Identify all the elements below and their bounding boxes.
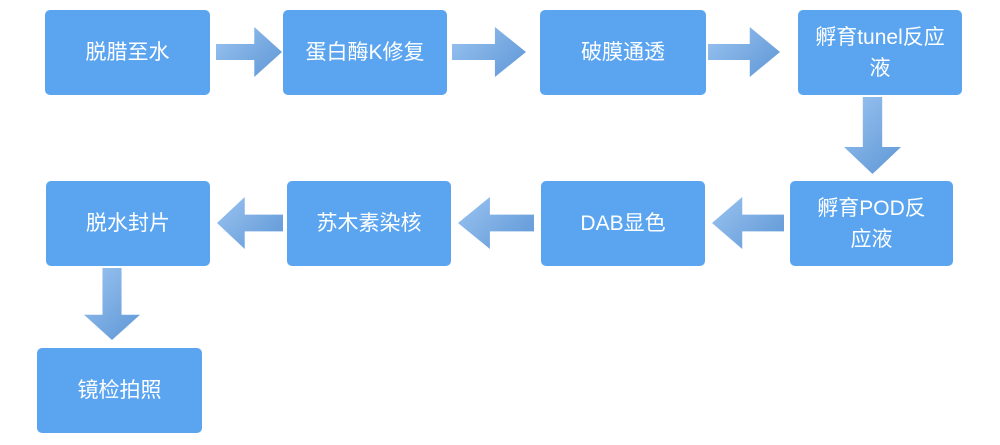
flow-step-label: 孵育POD反应液 <box>817 196 926 251</box>
flow-step-pod-incubation: 孵育POD反应液 <box>790 181 953 266</box>
flow-step-label: 苏木素染核 <box>316 212 422 235</box>
arrow-right-icon <box>708 27 780 77</box>
flow-step-label: 蛋白酶K修复 <box>305 41 425 64</box>
flow-step-membrane-permeabilization: 破膜通透 <box>540 10 706 95</box>
arrow-left-icon <box>217 197 283 249</box>
arrow-left-icon <box>712 197 784 249</box>
arrow-right-icon <box>452 27 526 77</box>
flow-step-label: 脱水封片 <box>86 212 170 235</box>
flow-step-tunel-incubation: 孵育tunel反应液 <box>798 10 962 95</box>
flow-step-dab-staining: DAB显色 <box>541 181 705 266</box>
flow-step-dewax-to-water: 脱腊至水 <box>45 10 210 95</box>
flow-step-dehydrate-mount: 脱水封片 <box>46 181 210 266</box>
arrow-down-icon <box>84 268 140 340</box>
flow-step-proteinase-k-repair: 蛋白酶K修复 <box>283 10 447 95</box>
arrow-left-icon <box>458 197 534 249</box>
arrow-down-icon <box>844 97 901 174</box>
flow-step-label: 破膜通透 <box>581 41 665 64</box>
flow-step-label: 脱腊至水 <box>85 41 170 64</box>
flow-step-hematoxylin-counterstain: 苏木素染核 <box>287 181 451 266</box>
flow-step-label: 镜检拍照 <box>77 379 162 402</box>
arrow-right-icon <box>216 27 282 77</box>
flow-step-microscopy-photograph: 镜检拍照 <box>37 348 202 433</box>
flow-step-label: 孵育tunel反应液 <box>815 25 945 80</box>
flow-step-label: DAB显色 <box>580 212 666 235</box>
